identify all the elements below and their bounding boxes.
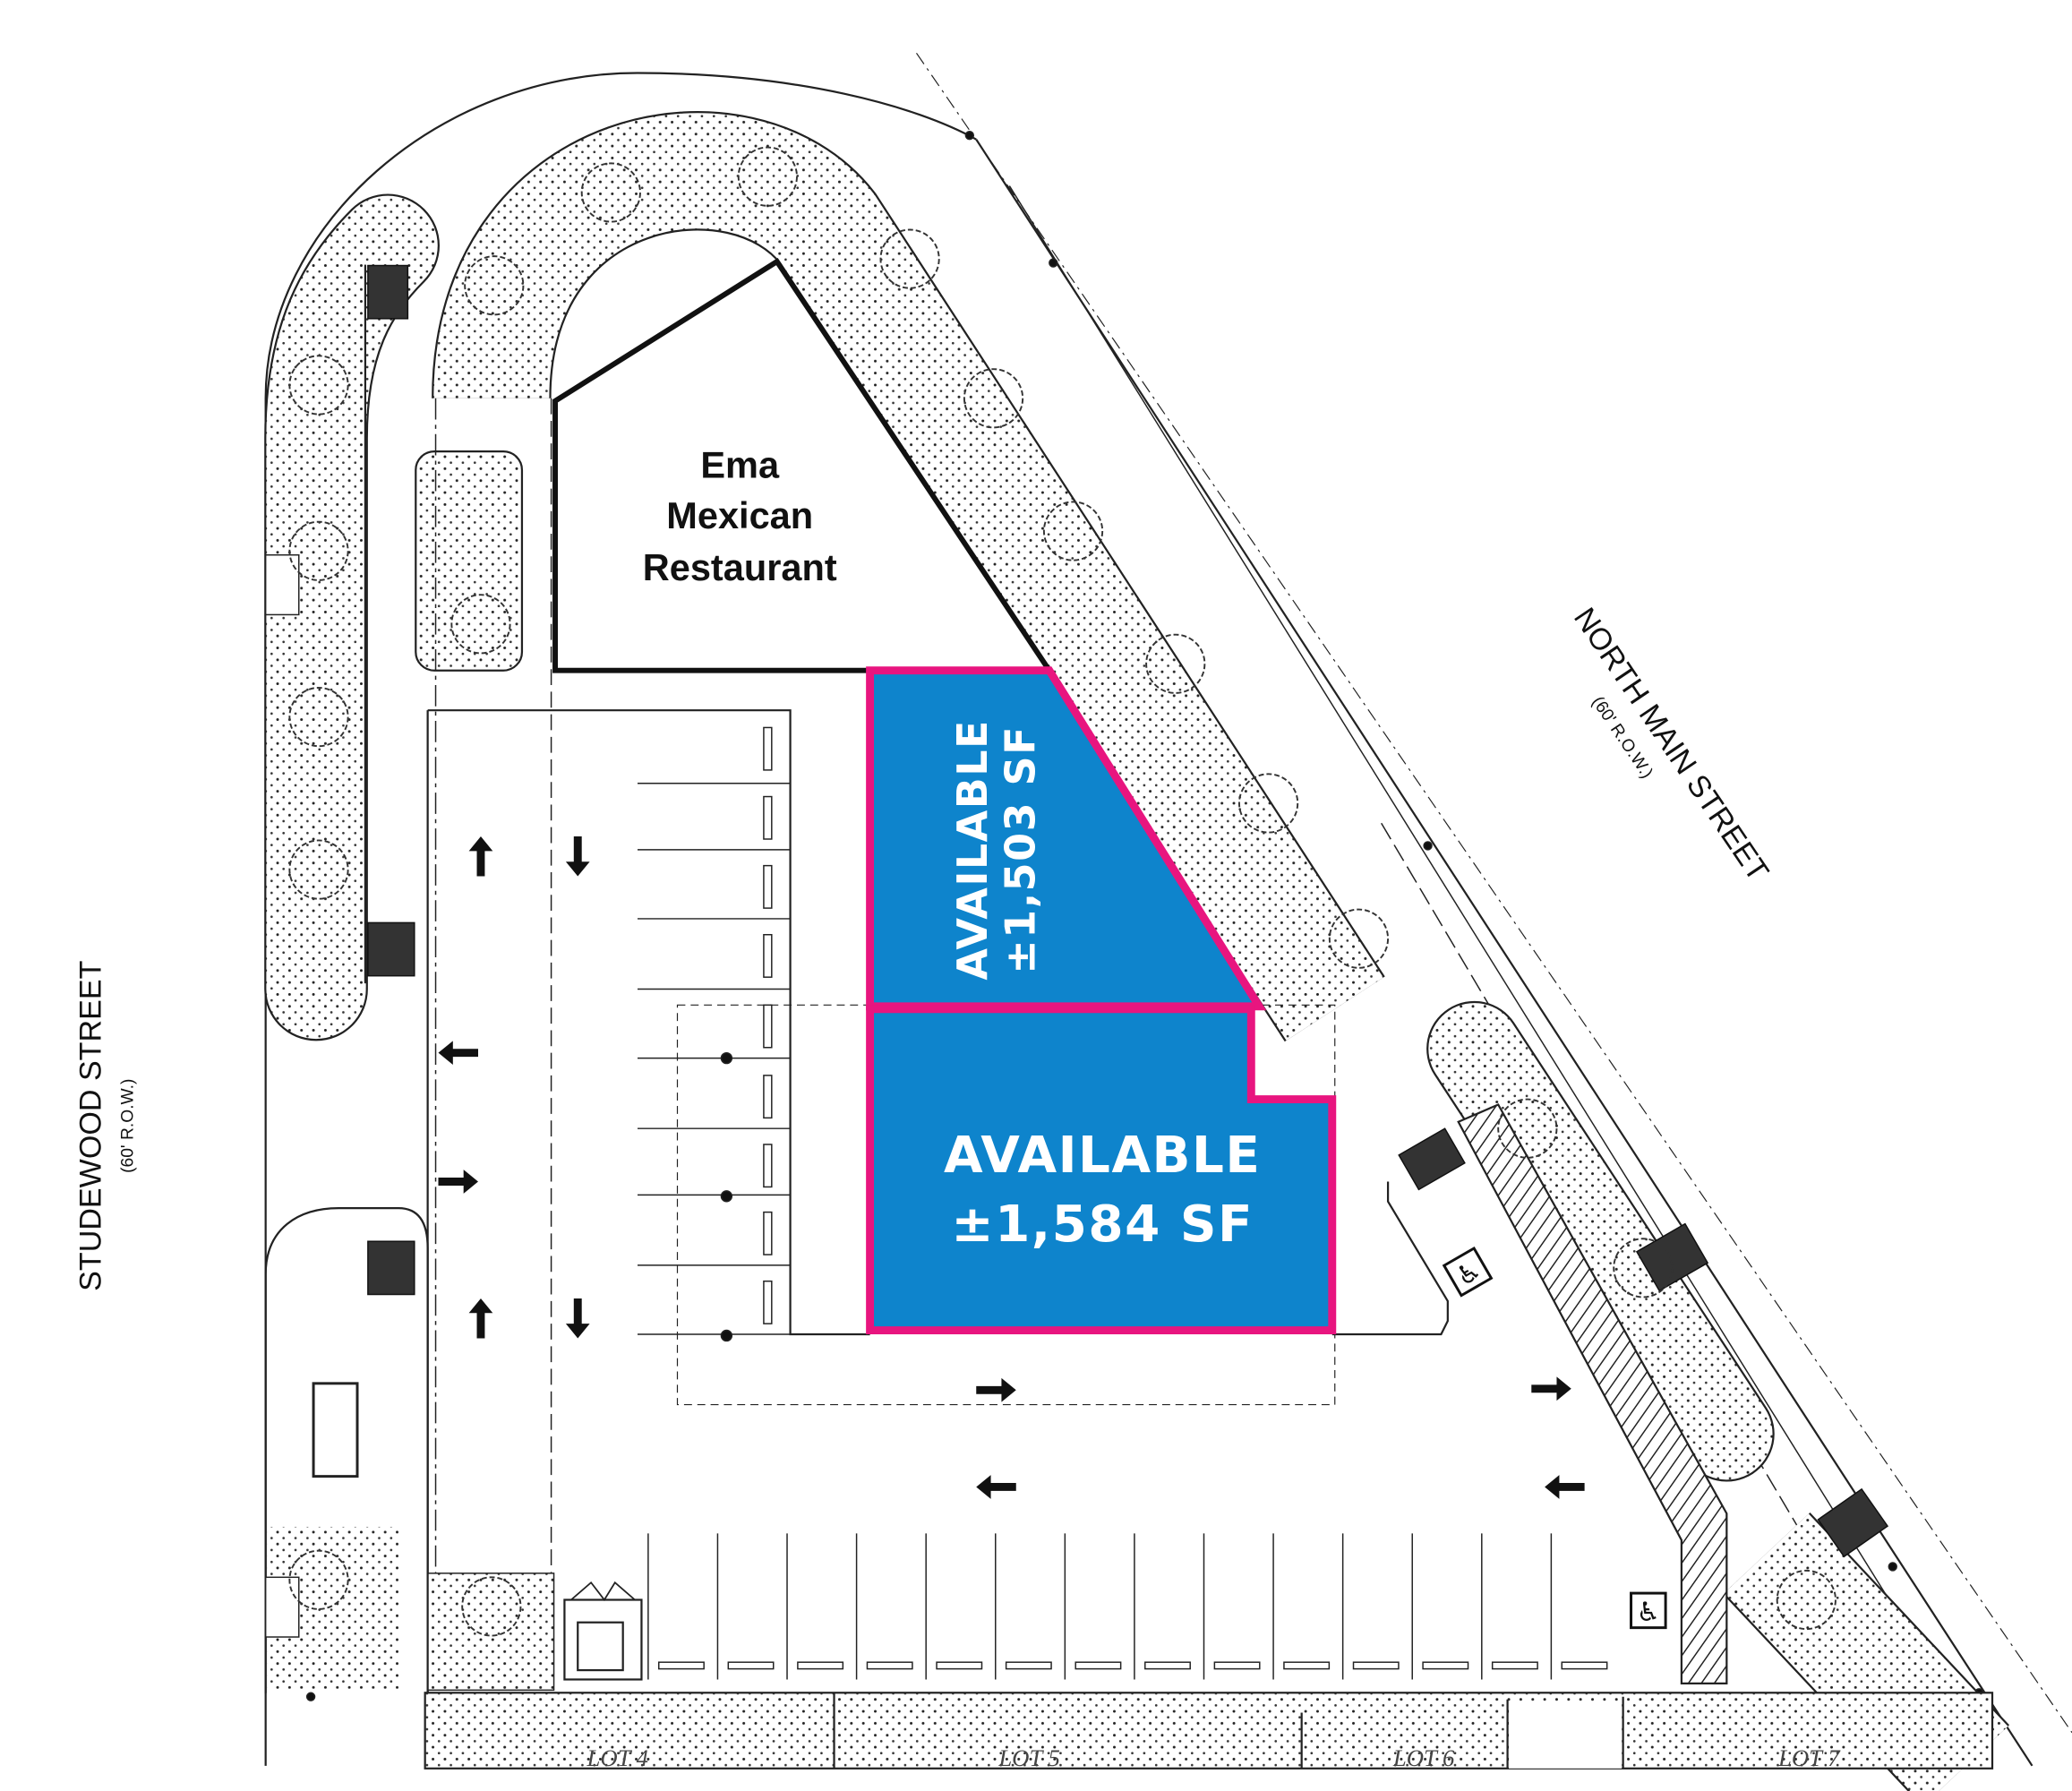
wheel-stop	[1213, 1661, 1261, 1670]
tree-icon	[1776, 1569, 1837, 1631]
tree-icon	[288, 839, 349, 900]
curb-ramps	[367, 264, 1889, 1558]
arrow-icon	[438, 1041, 478, 1066]
wheel-stop	[1422, 1661, 1469, 1670]
wheel-stop	[936, 1661, 983, 1670]
wheel-stop	[1075, 1661, 1122, 1670]
wheel-stop	[797, 1661, 844, 1670]
available-space-1584[interactable]: AVAILABLE ±1,584 SF	[866, 1005, 1337, 1334]
tree-icon	[1497, 1098, 1558, 1159]
arrow-icon	[438, 1170, 478, 1194]
wheel-stop	[1005, 1661, 1052, 1670]
hatched-walkway	[1457, 1103, 1728, 1685]
tree-icon	[879, 228, 940, 289]
space-1-status: AVAILABLE	[948, 719, 997, 980]
studewood-street-label: STUDEWOOD STREET (60' R.O.W.)	[74, 960, 138, 1290]
tree-icon	[464, 255, 525, 316]
tree-icon	[1237, 773, 1299, 834]
wheel-stop	[866, 1661, 913, 1670]
ema-restaurant-building: Ema Mexican Restaurant	[552, 258, 1055, 673]
north-main-street-label: NORTH MAIN STREET (60' R.O.W.)	[1567, 602, 1776, 887]
adjacent-lots: LOT 4 LOT 5 LOT 6 LOT 7	[424, 1692, 1994, 1771]
tree-icon	[288, 687, 349, 748]
wheel-stop	[1561, 1661, 1608, 1670]
arrow-icon	[1545, 1475, 1585, 1499]
wheel-stop	[727, 1661, 775, 1670]
lot-4-label: LOT 4	[586, 1744, 648, 1771]
wheel-stop	[1144, 1661, 1191, 1670]
north-main-street-name: NORTH MAIN STREET	[1567, 602, 1776, 887]
parking-lot	[426, 398, 1608, 1693]
building-label-line1: Ema	[700, 444, 780, 486]
lot-7-label: LOT 7	[1777, 1744, 1841, 1771]
building-label-line2: Mexican	[666, 494, 813, 536]
tree-icon	[461, 1576, 522, 1637]
tree-icon	[288, 520, 349, 581]
studewood-street-name: STUDEWOOD STREET	[74, 960, 108, 1290]
tree-icon	[288, 355, 349, 416]
tree-icon	[288, 1549, 349, 1610]
lot-5-label: LOT 5	[997, 1744, 1060, 1771]
trees	[288, 146, 1837, 1637]
space-1-size: ±1,503 SF	[997, 725, 1045, 974]
studewood-street-row: (60' R.O.W.)	[118, 1079, 137, 1173]
tree-icon	[737, 146, 798, 207]
svg-text:♿: ♿	[1637, 1596, 1661, 1627]
arrow-icon	[976, 1475, 1016, 1499]
tree-icon	[580, 162, 641, 223]
traffic-arrows	[438, 836, 1585, 1499]
wheel-stop	[1352, 1661, 1400, 1670]
arrow-icon	[565, 1298, 590, 1339]
wheel-stop	[1491, 1661, 1538, 1670]
space-2-status: AVAILABLE	[944, 1127, 1261, 1185]
arrow-icon	[468, 836, 493, 877]
accessible-parking-icon: ♿	[1442, 1246, 1494, 1298]
accessible-parking-icon: ♿	[1630, 1591, 1667, 1630]
wheel-stop	[1283, 1661, 1331, 1670]
tree-icon	[1042, 501, 1104, 561]
available-space-1503[interactable]: AVAILABLE ±1,503 SF	[866, 666, 1267, 1011]
tree-icon	[1613, 1238, 1674, 1298]
tree-icon	[1145, 633, 1206, 694]
arrow-icon	[468, 1298, 493, 1339]
arrow-icon	[565, 836, 590, 877]
building-label-line3: Restaurant	[643, 546, 837, 588]
tree-icon	[1328, 908, 1390, 969]
arrow-icon	[976, 1377, 1016, 1402]
lot-6-label: LOT 6	[1392, 1744, 1455, 1771]
tree-icon	[963, 368, 1024, 429]
space-2-size: ±1,584 SF	[951, 1195, 1254, 1254]
wheel-stop	[657, 1661, 705, 1670]
arrow-icon	[1531, 1376, 1571, 1401]
tree-icon	[450, 594, 511, 655]
